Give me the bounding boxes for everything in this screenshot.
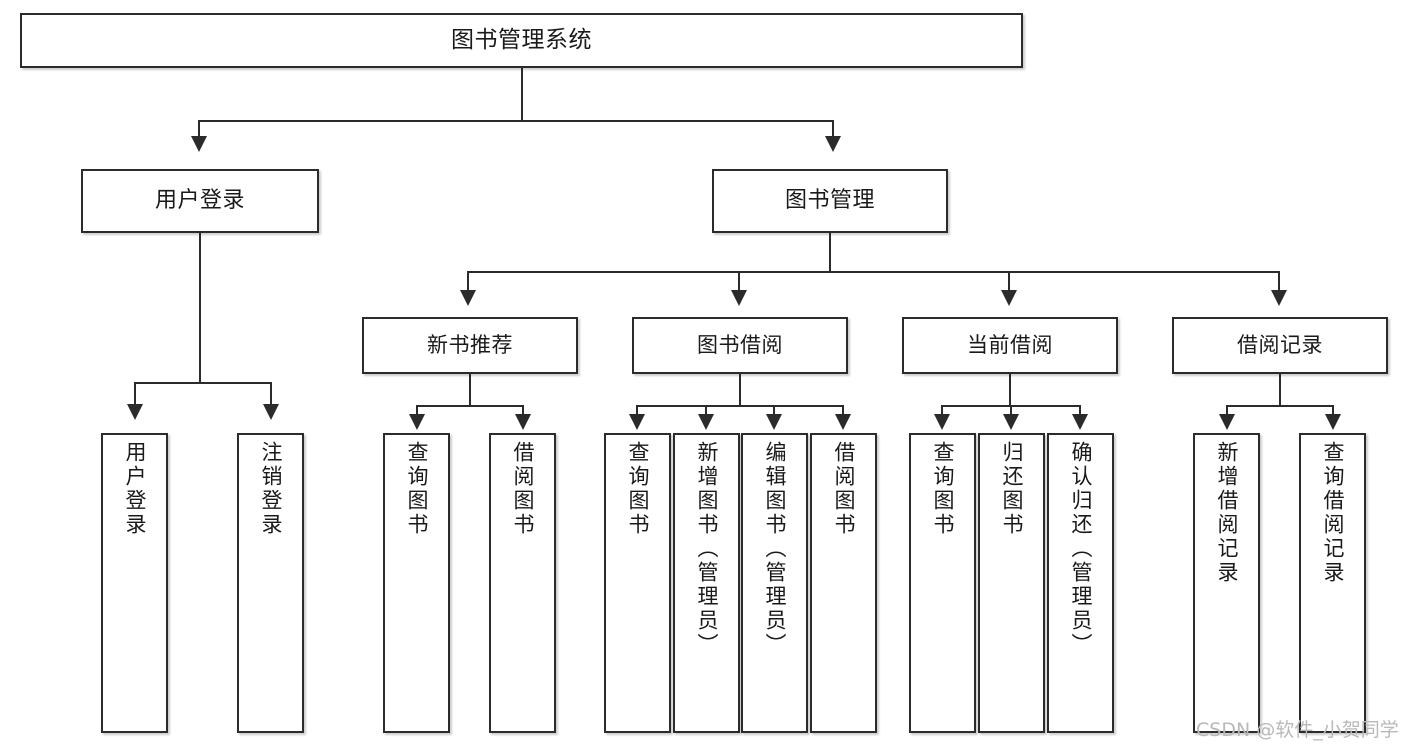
node-label: 查询图书 — [931, 441, 955, 537]
node-new-book-recommend[interactable]: 新书推荐 — [362, 317, 578, 374]
connector-br-to-leaf-2 — [1332, 405, 1334, 417]
leaf-current-borrow-query-book[interactable]: 查询图书 — [909, 433, 976, 733]
node-label: 新增图书（管理员） — [695, 441, 719, 657]
arrow-bb-to-leaf-1 — [629, 414, 645, 430]
connector-book-management-bus — [467, 271, 1279, 273]
connector-root-to-user-login — [198, 120, 200, 140]
connector-current-borrow-stem — [1009, 374, 1011, 406]
connector-new-book-to-leaf-1 — [416, 405, 418, 417]
arrow-bm-to-current-borrow — [1001, 290, 1017, 306]
node-label: 确认归还（管理员） — [1069, 441, 1093, 657]
leaf-book-borrow-add-book-admin[interactable]: 新增图书（管理员） — [673, 433, 740, 733]
arrow-cb-to-leaf-1 — [934, 414, 950, 430]
connector-book-borrow-bus — [636, 405, 844, 407]
node-label: 编辑图书（管理员） — [763, 441, 787, 657]
connector-root-bus — [198, 120, 834, 122]
arrow-bm-to-new-book — [460, 290, 476, 306]
leaf-new-book-borrow-book[interactable]: 借阅图书 — [489, 433, 556, 733]
arrow-new-book-to-leaf-1 — [409, 414, 425, 430]
arrow-new-book-to-leaf-2 — [515, 414, 531, 430]
connector-bb-to-leaf-1 — [636, 405, 638, 417]
connector-bm-to-current-borrow — [1008, 271, 1010, 293]
leaf-borrow-record-add-record[interactable]: 新增借阅记录 — [1193, 433, 1260, 733]
leaf-current-borrow-confirm-return-admin[interactable]: 确认归还（管理员） — [1047, 433, 1114, 733]
connector-borrow-record-stem — [1279, 374, 1281, 406]
connector-bb-to-leaf-3 — [773, 405, 775, 417]
node-user-login[interactable]: 用户登录 — [81, 169, 319, 233]
node-book-borrow[interactable]: 图书借阅 — [632, 317, 848, 374]
node-label: 查询图书 — [626, 441, 650, 537]
arrow-bm-to-borrow-record — [1271, 290, 1287, 306]
node-label: 图书借阅 — [697, 332, 783, 357]
leaf-borrow-record-query-record[interactable]: 查询借阅记录 — [1299, 433, 1366, 733]
arrow-br-to-leaf-1 — [1219, 414, 1235, 430]
node-label: 注销登录 — [259, 441, 283, 537]
connector-br-to-leaf-1 — [1226, 405, 1228, 417]
connector-user-login-stem — [199, 233, 201, 383]
arrow-cb-to-leaf-2 — [1003, 414, 1019, 430]
connector-cb-to-leaf-2 — [1010, 405, 1012, 417]
leaf-book-borrow-edit-book-admin[interactable]: 编辑图书（管理员） — [741, 433, 808, 733]
leaf-user-login-login[interactable]: 用户登录 — [101, 433, 168, 733]
node-label: 用户登录 — [123, 441, 147, 537]
leaf-new-book-query-book[interactable]: 查询图书 — [383, 433, 450, 733]
node-label: 借阅记录 — [1237, 332, 1323, 357]
connector-root-to-book-management — [832, 120, 834, 140]
node-label: 查询图书 — [405, 441, 429, 537]
connector-root-stem — [521, 68, 523, 121]
arrow-bb-to-leaf-4 — [835, 414, 851, 430]
node-label: 当前借阅 — [967, 332, 1053, 357]
connector-bm-to-new-book — [467, 271, 469, 293]
connector-book-borrow-stem — [739, 374, 741, 406]
arrow-user-login-to-leaf-2 — [263, 404, 279, 420]
connector-cb-to-leaf-3 — [1079, 405, 1081, 417]
node-label: 图书管理系统 — [451, 26, 592, 53]
leaf-book-borrow-query-book[interactable]: 查询图书 — [604, 433, 671, 733]
node-label: 新增借阅记录 — [1215, 441, 1239, 585]
connector-user-login-to-leaf-1 — [134, 382, 136, 407]
node-label: 借阅图书 — [511, 441, 535, 537]
arrow-user-login-to-leaf-1 — [127, 404, 143, 420]
connector-book-management-stem — [829, 233, 831, 272]
leaf-user-login-logout[interactable]: 注销登录 — [237, 433, 304, 733]
node-label: 用户登录 — [154, 187, 245, 213]
arrow-bb-to-leaf-3 — [766, 414, 782, 430]
arrow-bb-to-leaf-2 — [698, 414, 714, 430]
arrow-bm-to-book-borrow — [731, 290, 747, 306]
arrow-br-to-leaf-2 — [1325, 414, 1341, 430]
connector-borrow-record-bus — [1226, 405, 1334, 407]
arrow-root-to-book-management — [825, 136, 841, 152]
leaf-current-borrow-return-book[interactable]: 归还图书 — [978, 433, 1045, 733]
connector-bb-to-leaf-4 — [842, 405, 844, 417]
connector-bb-to-leaf-2 — [705, 405, 707, 417]
connector-new-book-bus — [416, 405, 524, 407]
arrow-root-to-user-login — [191, 136, 207, 152]
connector-new-book-to-leaf-2 — [522, 405, 524, 417]
node-label: 新书推荐 — [427, 332, 513, 357]
node-borrow-record[interactable]: 借阅记录 — [1172, 317, 1388, 374]
node-root-book-management-system[interactable]: 图书管理系统 — [20, 13, 1023, 68]
connector-user-login-bus — [134, 382, 272, 384]
connector-bm-to-borrow-record — [1278, 271, 1280, 293]
connector-cb-to-leaf-1 — [941, 405, 943, 417]
node-label: 借阅图书 — [832, 441, 856, 537]
connector-new-book-stem — [469, 374, 471, 406]
node-label: 查询借阅记录 — [1321, 441, 1345, 585]
arrow-cb-to-leaf-3 — [1072, 414, 1088, 430]
leaf-book-borrow-borrow-book[interactable]: 借阅图书 — [810, 433, 877, 733]
node-book-management[interactable]: 图书管理 — [712, 169, 948, 233]
connector-bm-to-book-borrow — [738, 271, 740, 293]
connector-user-login-to-leaf-2 — [270, 382, 272, 407]
node-label: 图书管理 — [784, 187, 875, 213]
node-label: 归还图书 — [1000, 441, 1024, 537]
node-current-borrow[interactable]: 当前借阅 — [902, 317, 1118, 374]
